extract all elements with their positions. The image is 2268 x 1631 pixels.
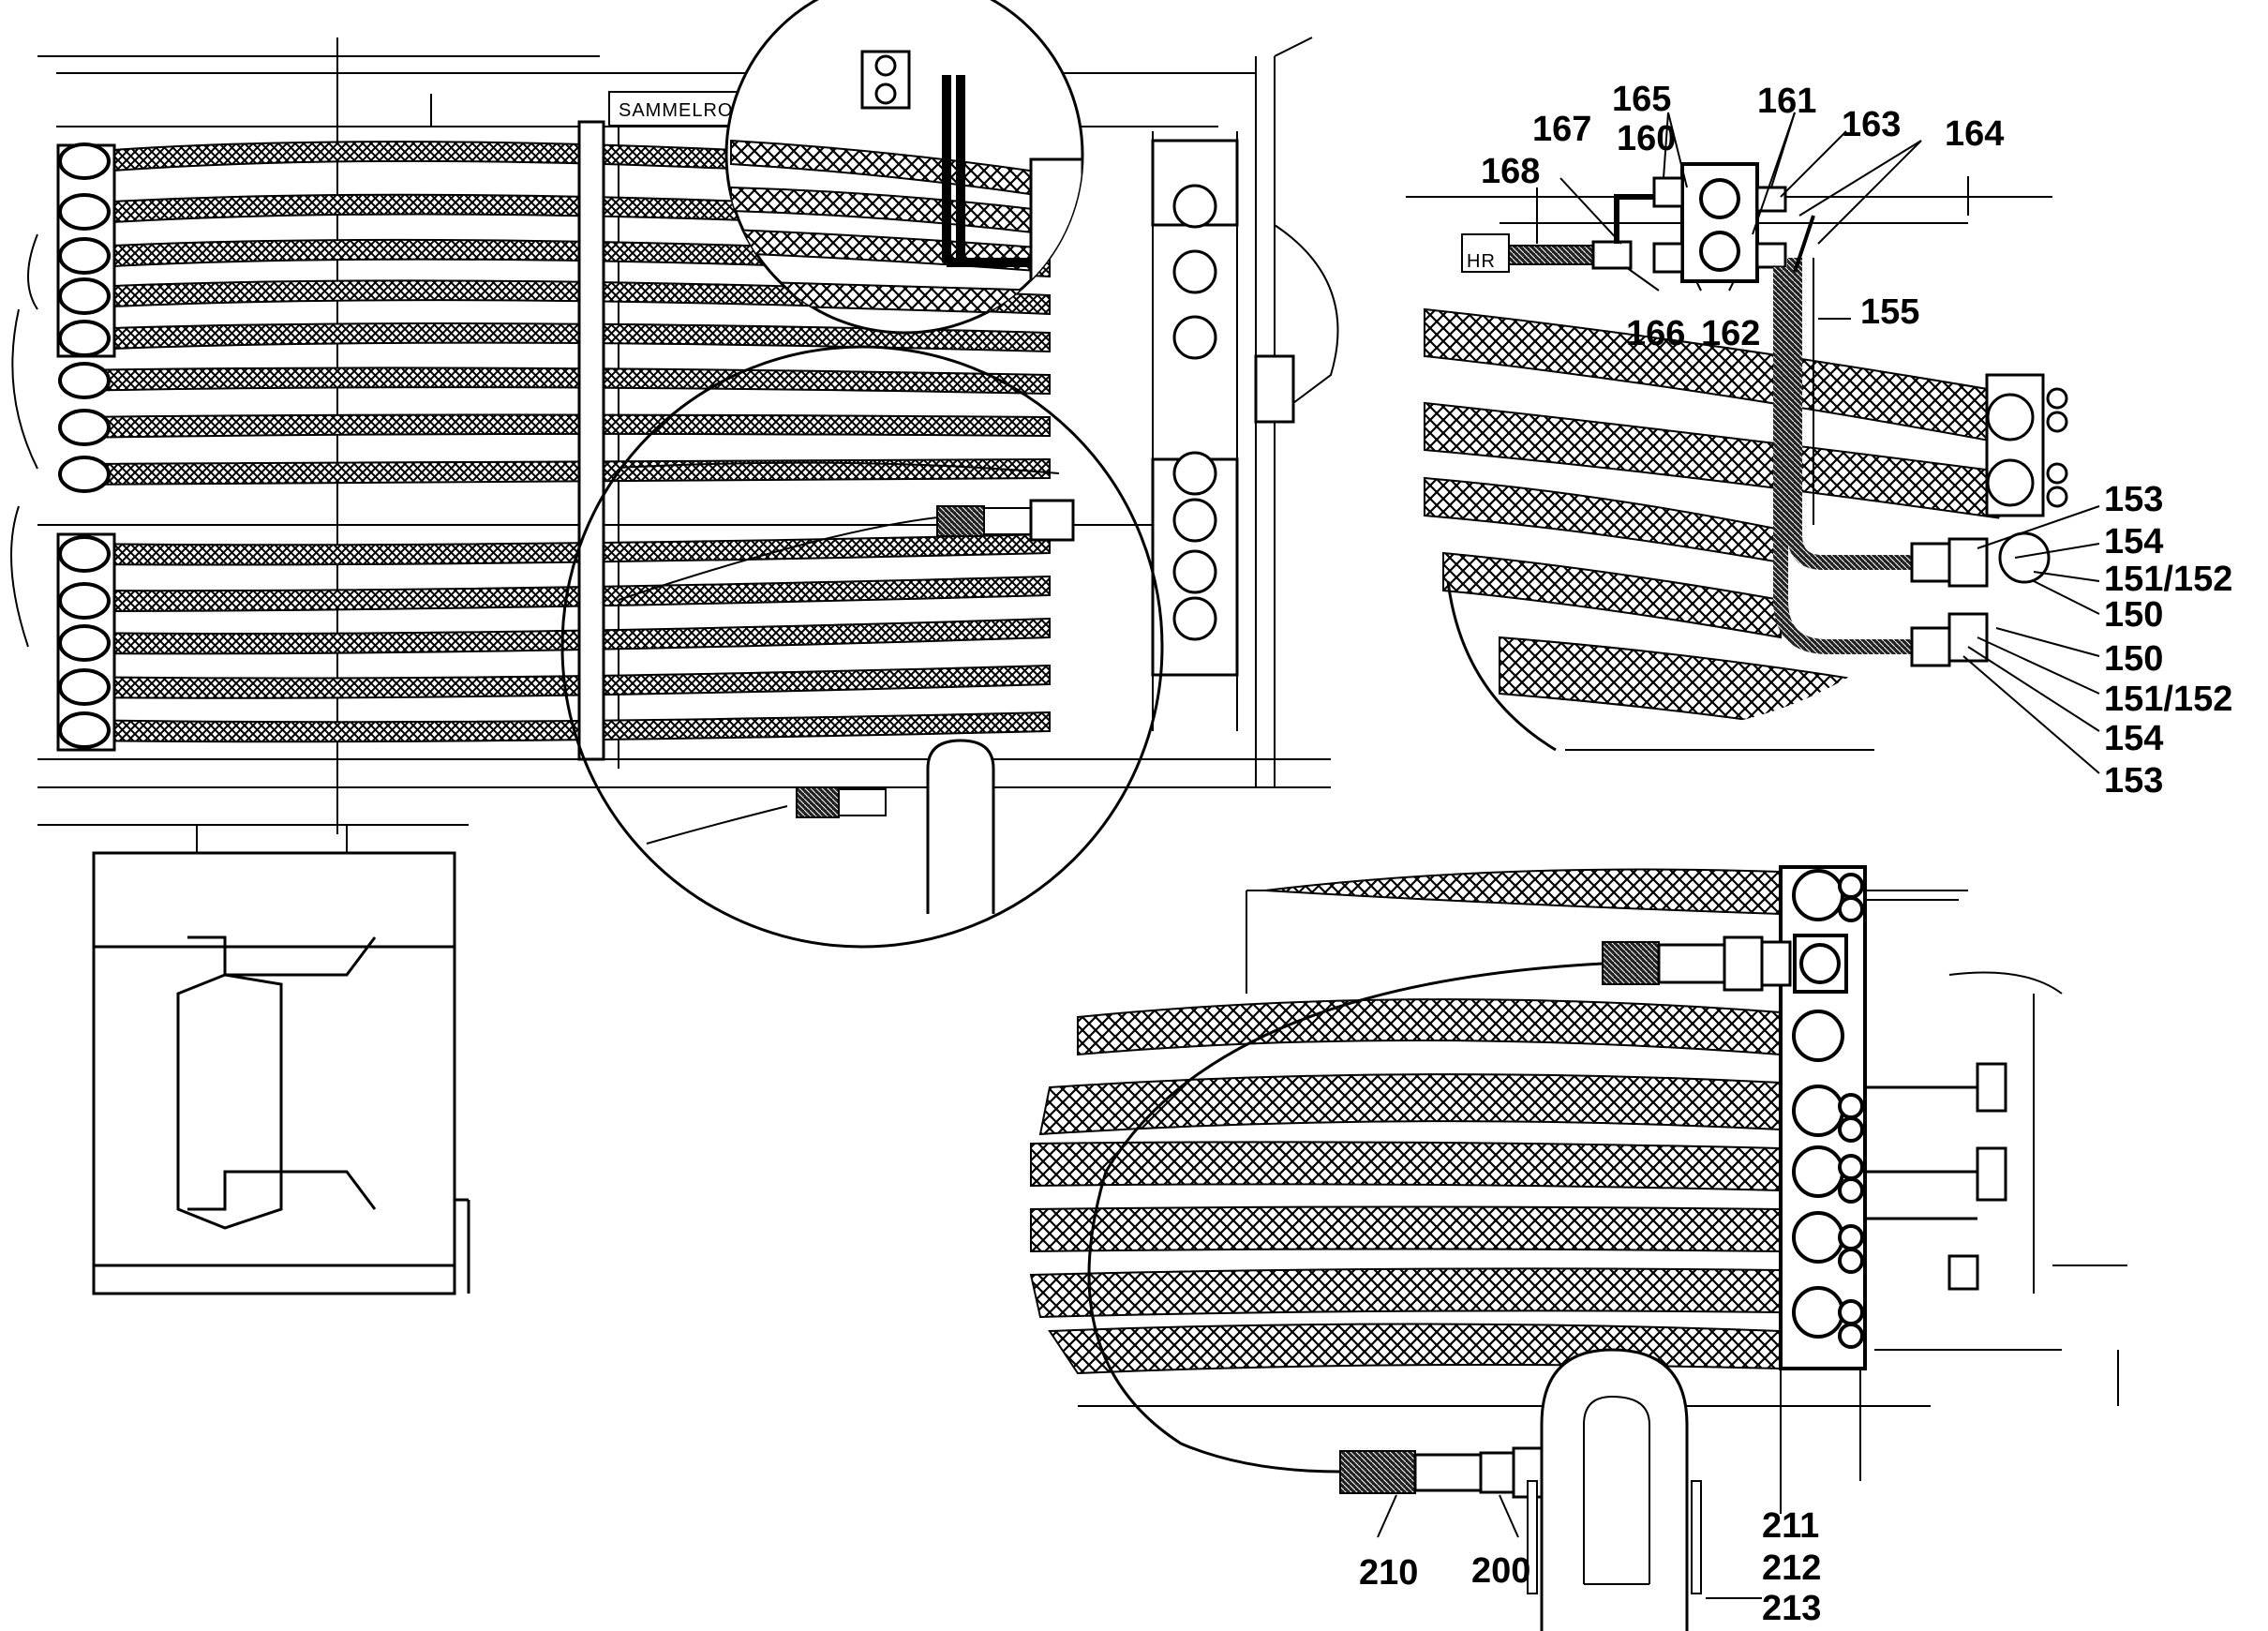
callout-168: 168	[1481, 152, 1540, 191]
callout-211: 211	[1762, 1506, 1819, 1546]
callout-151-152-upper: 151/152	[2104, 560, 2232, 599]
side-nozzles	[1865, 1062, 2007, 1291]
callout-164: 164	[1945, 114, 2004, 154]
detail-circle-middle	[560, 345, 1164, 949]
left-tube-sheet	[10, 142, 116, 752]
callout-153-upper: 153	[2104, 480, 2163, 519]
callout-200: 200	[1471, 1551, 1530, 1591]
callout-167: 167	[1532, 110, 1591, 149]
callout-165: 165	[1612, 80, 1671, 119]
callout-160: 160	[1617, 119, 1676, 158]
callout-162: 162	[1701, 314, 1760, 353]
callout-213: 213	[1762, 1589, 1821, 1628]
callout-166: 166	[1626, 314, 1685, 353]
detail-top-right: HR	[1406, 80, 2232, 801]
detail-circle-top	[724, 0, 1084, 335]
callout-212: 212	[1762, 1549, 1821, 1588]
callout-150-lower: 150	[2104, 639, 2163, 679]
detail-bottom-right: 210 200 211 212 213	[1029, 865, 2127, 1631]
main-frame-lines	[37, 37, 1339, 862]
tube-bundle-detail	[1029, 868, 1782, 1375]
support-baffle	[577, 120, 605, 761]
callout-153-lower: 153	[2104, 761, 2163, 801]
callout-154-lower: 154	[2104, 719, 2163, 758]
callout-155: 155	[1860, 292, 1919, 332]
sammelrohr-label: SAMMELROHR	[619, 100, 762, 121]
callout-150-upper: 150	[2104, 595, 2163, 635]
callout-163: 163	[1842, 105, 1901, 144]
saddle-support	[92, 851, 470, 1295]
right-nozzle-column	[1151, 139, 1295, 677]
callout-151-152-lower: 151/152	[2104, 680, 2232, 719]
callout-210: 210	[1359, 1553, 1418, 1593]
hr-partial-label: HR	[1467, 251, 1496, 272]
callout-161: 161	[1757, 82, 1816, 121]
callout-154-upper: 154	[2104, 522, 2163, 561]
main-heat-exchanger-view: SAMMELROHR	[10, 0, 1339, 1295]
